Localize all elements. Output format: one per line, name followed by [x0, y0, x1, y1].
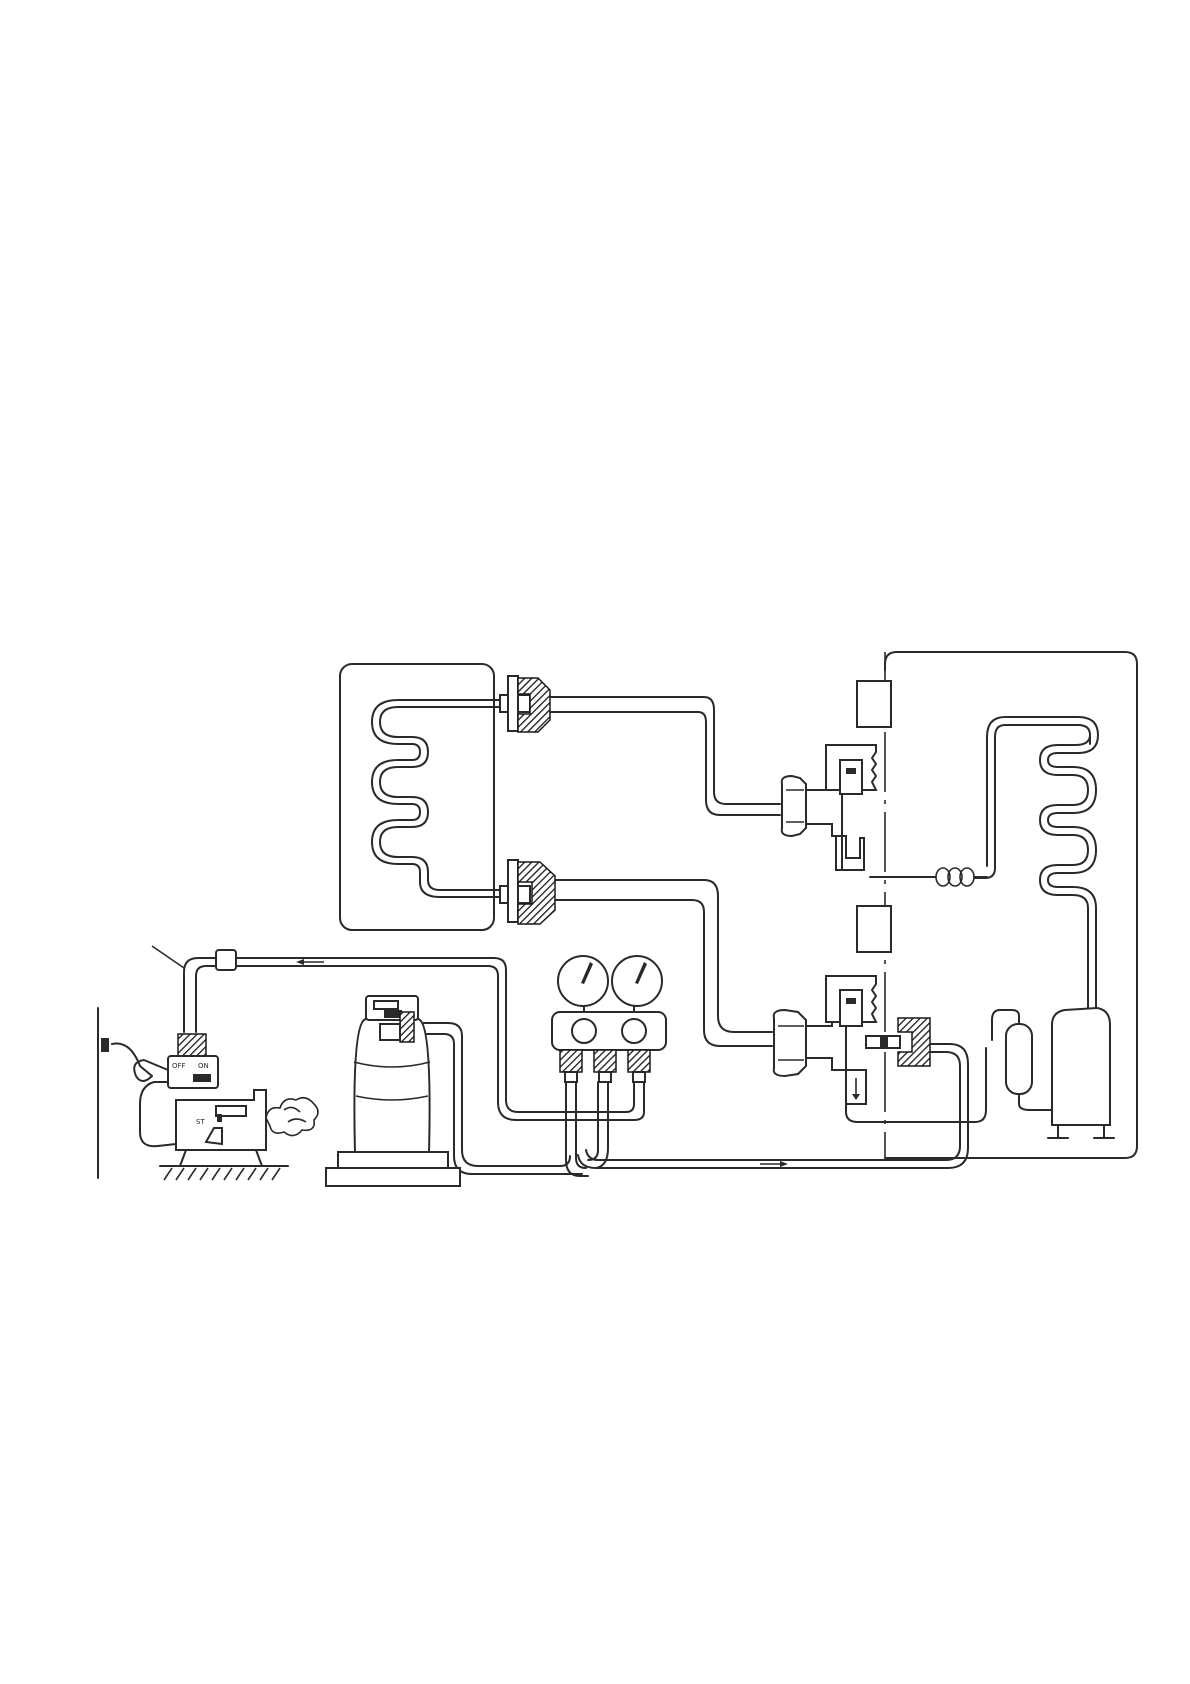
capillary-coil [870, 868, 987, 886]
switch-on-label: ON [198, 1062, 209, 1070]
vacuum-pump: OFF ON ST [98, 946, 318, 1180]
indoor-flare-nut-lower [500, 860, 555, 924]
valve-toggle-switch [193, 1074, 211, 1082]
liquid-line-pipe [550, 697, 780, 804]
floor-hatching [164, 1168, 280, 1180]
pump-legs [180, 1150, 262, 1166]
weighing-scale [326, 1168, 460, 1186]
liquid-service-valve [782, 745, 876, 870]
manifold-port-center [594, 1050, 616, 1072]
switch-off-label: OFF [172, 1062, 186, 1070]
flow-arrow-upper [296, 959, 324, 965]
outdoor-label-box-upper [857, 681, 891, 727]
refrigerant-cylinder [326, 996, 460, 1186]
manifold-port-left [560, 1050, 582, 1072]
gas-service-valve [774, 976, 930, 1104]
compressor [1048, 1008, 1114, 1138]
hose-coupler [216, 950, 236, 970]
indoor-flare-nut-upper [500, 676, 550, 732]
exhaust-puff-icon [266, 1098, 318, 1136]
high-pressure-gauge [612, 956, 662, 1006]
outdoor-unit [857, 652, 1137, 1158]
solenoid-valve [178, 1034, 206, 1056]
accumulator [992, 1010, 1052, 1110]
leader-line [152, 946, 184, 968]
manifold-port-right [628, 1050, 650, 1072]
low-pressure-gauge [558, 956, 608, 1006]
valve-switch-box [168, 1056, 218, 1088]
gauge-manifold [552, 956, 666, 1082]
hose-manifold-center [588, 1082, 608, 1168]
indoor-unit [340, 664, 500, 930]
wall-outlet [101, 1038, 109, 1052]
start-label: ST [196, 1118, 205, 1126]
power-cord [112, 1043, 168, 1081]
outdoor-label-box-lower [857, 906, 891, 952]
flow-arrow-lower [760, 1161, 788, 1167]
